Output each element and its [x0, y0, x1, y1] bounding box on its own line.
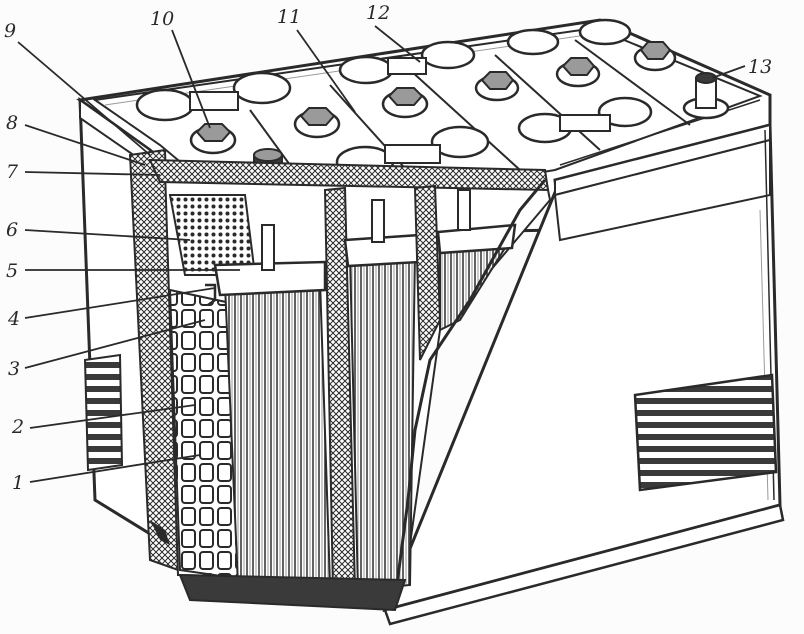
cell-connectors [135, 18, 653, 179]
callout-3: 3 [8, 358, 21, 380]
callout-7: 7 [6, 161, 19, 183]
vent-grille [633, 373, 778, 492]
filler-cap [633, 41, 677, 72]
leader-7 [24, 171, 161, 176]
leader-9 [17, 41, 151, 156]
callout-4: 4 [8, 308, 21, 330]
callout-8: 8 [6, 112, 19, 134]
terminal-post-right [682, 72, 730, 120]
leader-4 [24, 287, 216, 319]
callout-10: 10 [150, 8, 175, 30]
base-foot [150, 520, 170, 545]
leader-8 [24, 124, 146, 166]
leader-2 [29, 404, 196, 429]
cutaway-section [128, 148, 552, 612]
filler-cap [189, 123, 237, 155]
leader-6 [24, 229, 191, 241]
side-ribs [83, 353, 124, 472]
leader-lines [17, 25, 746, 483]
callout-1: 1 [12, 472, 25, 494]
leader-12 [374, 25, 421, 63]
leader-10 [171, 29, 211, 129]
callout-9: 9 [4, 20, 17, 42]
filler-cap [381, 87, 429, 119]
callout-12: 12 [366, 2, 391, 24]
callout-6: 6 [6, 219, 19, 241]
filler-caps [189, 41, 677, 155]
leader-13 [711, 65, 746, 79]
callout-2: 2 [12, 416, 25, 438]
leader-11 [296, 29, 356, 113]
filler-cap [474, 71, 520, 102]
callout-13: 13 [748, 56, 773, 78]
filler-cap [293, 107, 341, 139]
filler-cap [555, 57, 601, 88]
callout-11: 11 [277, 6, 302, 28]
leader-1 [29, 454, 201, 483]
callout-5: 5 [6, 260, 19, 282]
leader-3 [24, 319, 206, 369]
